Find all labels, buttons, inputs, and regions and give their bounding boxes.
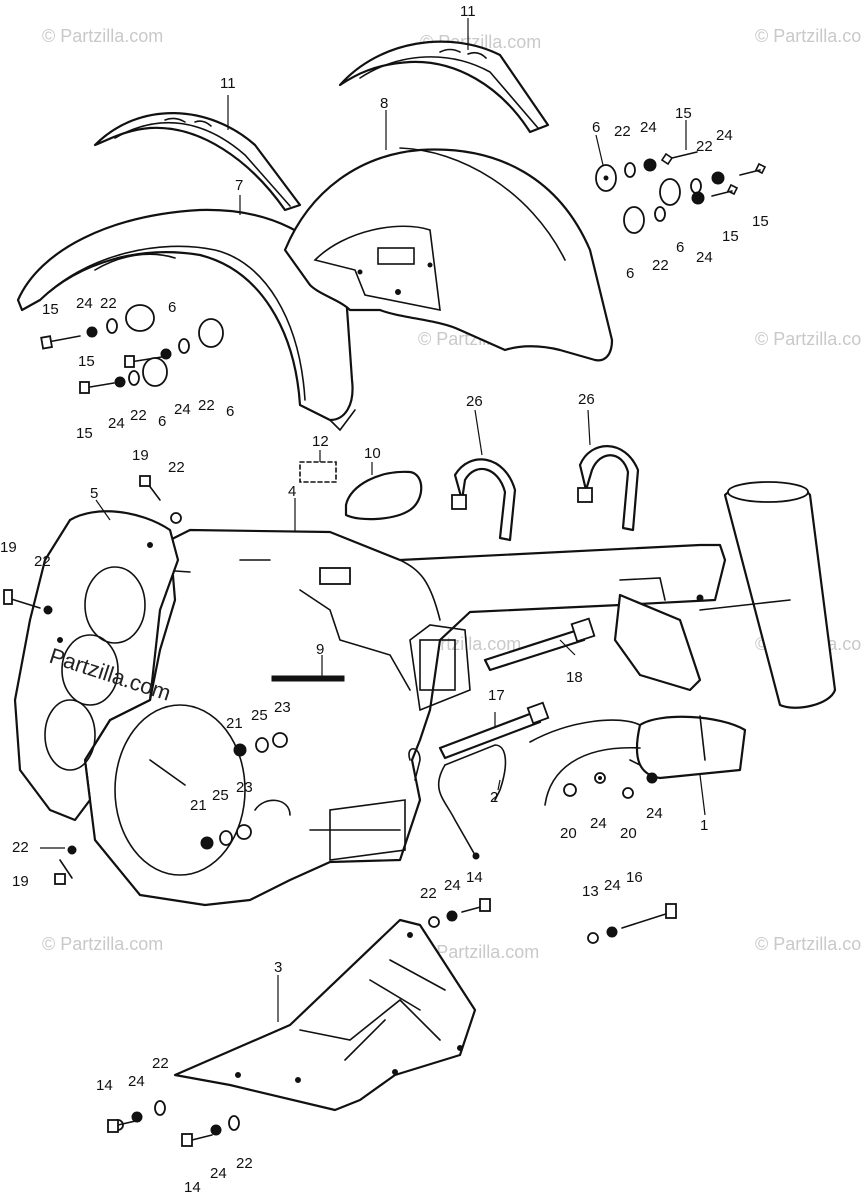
callout-15: 15	[752, 213, 769, 230]
callout-22: 22	[198, 397, 215, 414]
callout-22: 22	[168, 459, 185, 476]
part-2-cable	[437, 744, 507, 860]
callout-6: 6	[592, 119, 600, 136]
callout-15: 15	[42, 301, 59, 318]
callout-24: 24	[128, 1073, 145, 1090]
part-4-frame	[83, 528, 727, 907]
watermark: © Partzilla.com	[755, 26, 861, 46]
part-4-tube	[613, 481, 837, 709]
callout-26: 26	[466, 393, 483, 410]
callout-labels: 11 11 8 7 6 22 24 15 22 24 15 15 24 6 22…	[0, 3, 769, 1196]
callout-4: 4	[288, 483, 296, 500]
callout-14: 14	[96, 1077, 113, 1094]
part-3-skid-plate	[173, 918, 477, 1112]
callout-21: 21	[226, 715, 243, 732]
callout-24: 24	[696, 249, 713, 266]
callout-15: 15	[76, 425, 93, 442]
callout-7: 7	[235, 177, 243, 194]
callout-15: 15	[675, 105, 692, 122]
part-10-emblem	[344, 470, 423, 521]
callout-22: 22	[696, 138, 713, 155]
part-12-label	[299, 461, 337, 483]
part-5-cover	[13, 510, 246, 876]
callout-10: 10	[364, 445, 381, 462]
part-18-bolt	[483, 617, 596, 672]
callout-20: 20	[560, 825, 577, 842]
part-7-front-fender	[16, 208, 356, 432]
callout-24: 24	[646, 805, 663, 822]
callout-21: 21	[190, 797, 207, 814]
watermark: © Partzilla.com	[755, 934, 861, 954]
callout-11: 11	[460, 3, 476, 20]
callout-24: 24	[76, 295, 93, 312]
callout-2: 2	[490, 789, 498, 806]
callout-22: 22	[130, 407, 147, 424]
callout-16: 16	[626, 869, 643, 886]
part-11-fender-trim-left	[93, 112, 302, 212]
watermark: © Partzilla.com	[418, 942, 539, 962]
part-11-fender-trim-right	[338, 40, 550, 134]
callout-23: 23	[274, 699, 291, 716]
callout-6: 6	[158, 413, 166, 430]
callout-14: 14	[184, 1179, 201, 1196]
callout-6: 6	[676, 239, 684, 256]
callout-15: 15	[78, 353, 95, 370]
callout-17: 17	[488, 687, 505, 704]
part-26-clamp-left	[451, 458, 517, 542]
callout-25: 25	[212, 787, 229, 804]
hardware-group-engine	[3, 475, 677, 1147]
callout-24: 24	[444, 877, 461, 894]
callout-18: 18	[566, 669, 583, 686]
callout-22: 22	[152, 1055, 169, 1072]
callout-22: 22	[614, 123, 631, 140]
leader-lines	[40, 18, 706, 1022]
callout-24: 24	[716, 127, 733, 144]
part-17-bolt	[438, 701, 550, 760]
callout-22: 22	[12, 839, 29, 856]
callout-9: 9	[316, 641, 324, 658]
part-26-clamp-right	[577, 445, 640, 532]
callout-8: 8	[380, 95, 388, 112]
callout-24: 24	[604, 877, 621, 894]
hardware-group-rear-fender	[595, 151, 767, 234]
callout-6: 6	[626, 265, 634, 282]
callout-12: 12	[312, 433, 329, 450]
callout-13: 13	[582, 883, 599, 900]
part-1-case	[529, 715, 747, 806]
callout-22: 22	[420, 885, 437, 902]
callout-23: 23	[236, 779, 253, 796]
callout-24: 24	[210, 1165, 227, 1182]
callout-26: 26	[578, 391, 595, 408]
callout-22: 22	[34, 553, 51, 570]
callout-19: 19	[0, 539, 17, 556]
callout-24: 24	[174, 401, 191, 418]
callout-19: 19	[12, 873, 29, 890]
callout-14: 14	[466, 869, 483, 886]
callout-3: 3	[274, 959, 282, 976]
callout-22: 22	[100, 295, 117, 312]
callout-19: 19	[132, 447, 149, 464]
callout-24: 24	[640, 119, 657, 136]
callout-20: 20	[620, 825, 637, 842]
callout-15: 15	[722, 228, 739, 245]
watermark: © Partzilla.com	[755, 329, 861, 349]
part-9-stripe	[271, 675, 345, 682]
hardware-group-front-fender	[40, 304, 224, 394]
callout-11: 11	[220, 75, 236, 92]
callout-6: 6	[226, 403, 234, 420]
callout-1: 1	[700, 817, 708, 834]
callout-24: 24	[108, 415, 125, 432]
callout-6: 6	[168, 299, 176, 316]
part-8-rear-fender	[283, 147, 614, 362]
callout-24: 24	[590, 815, 607, 832]
callout-22: 22	[652, 257, 669, 274]
callout-25: 25	[251, 707, 268, 724]
watermark: © Partzilla.com	[42, 26, 163, 46]
callout-5: 5	[90, 485, 98, 502]
watermark: © Partzilla.com	[42, 934, 163, 954]
callout-22: 22	[236, 1155, 253, 1172]
